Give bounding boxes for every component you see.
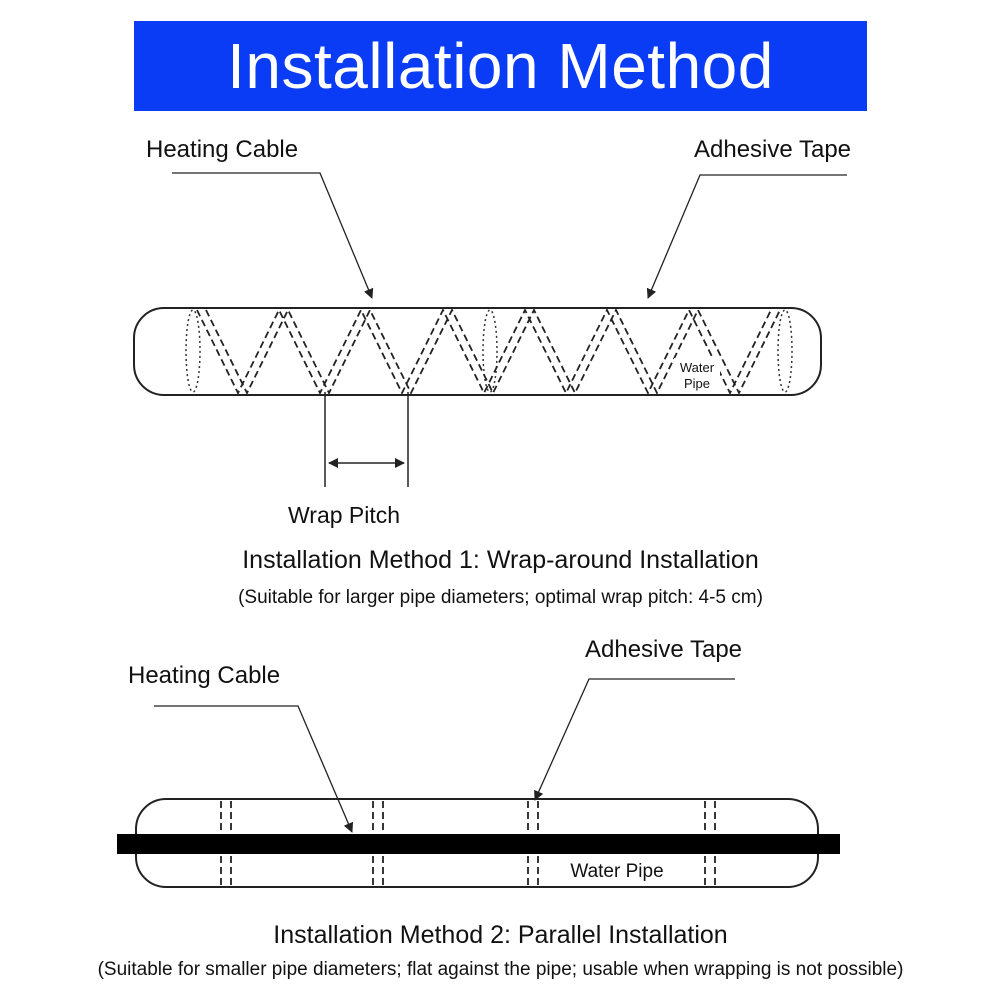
- heating-cable-label-1: Heating Cable: [146, 136, 299, 163]
- adhesive-tape-label-2: Adhesive Tape: [585, 636, 743, 663]
- adhesive-tape-label-1: Adhesive Tape: [694, 136, 852, 163]
- heating-cable-leader-1: [172, 172, 374, 299]
- heating-cable-spiral: [196, 307, 781, 396]
- title-banner: Installation Method: [134, 21, 867, 111]
- pipe-1-section-left: [185, 309, 201, 393]
- heating-cable-label-2: Heating Cable: [128, 662, 281, 689]
- heating-cable-straight: [117, 834, 840, 854]
- water-pipe-label-1-line2: Pipe: [684, 376, 710, 391]
- adhesive-tape-leader-2: [534, 678, 735, 801]
- water-pipe-label-2: Water Pipe: [570, 861, 663, 882]
- wrap-pitch-dimension: [324, 392, 409, 487]
- pipe-1-section-middle: [482, 309, 498, 393]
- wrap-pitch-label: Wrap Pitch: [288, 502, 401, 528]
- pipe-1: [133, 307, 822, 396]
- water-pipe-label-bg-1: [674, 358, 720, 392]
- adhesive-tape-straps: [220, 801, 716, 885]
- method-2-title: Installation Method 2: Parallel Installa…: [273, 921, 728, 949]
- page-title: Installation Method: [227, 30, 774, 102]
- adhesive-tape-leader-1: [646, 174, 847, 299]
- water-pipe-label-1-line1: Water: [680, 360, 715, 375]
- method-1-title: Installation Method 1: Wrap-around Insta…: [242, 546, 759, 574]
- pipe-1-section-right: [777, 309, 793, 393]
- method-1-subtitle: (Suitable for larger pipe diameters; opt…: [238, 587, 763, 608]
- heating-cable-leader-2: [154, 705, 354, 833]
- method-2-subtitle: (Suitable for smaller pipe diameters; fl…: [97, 959, 904, 980]
